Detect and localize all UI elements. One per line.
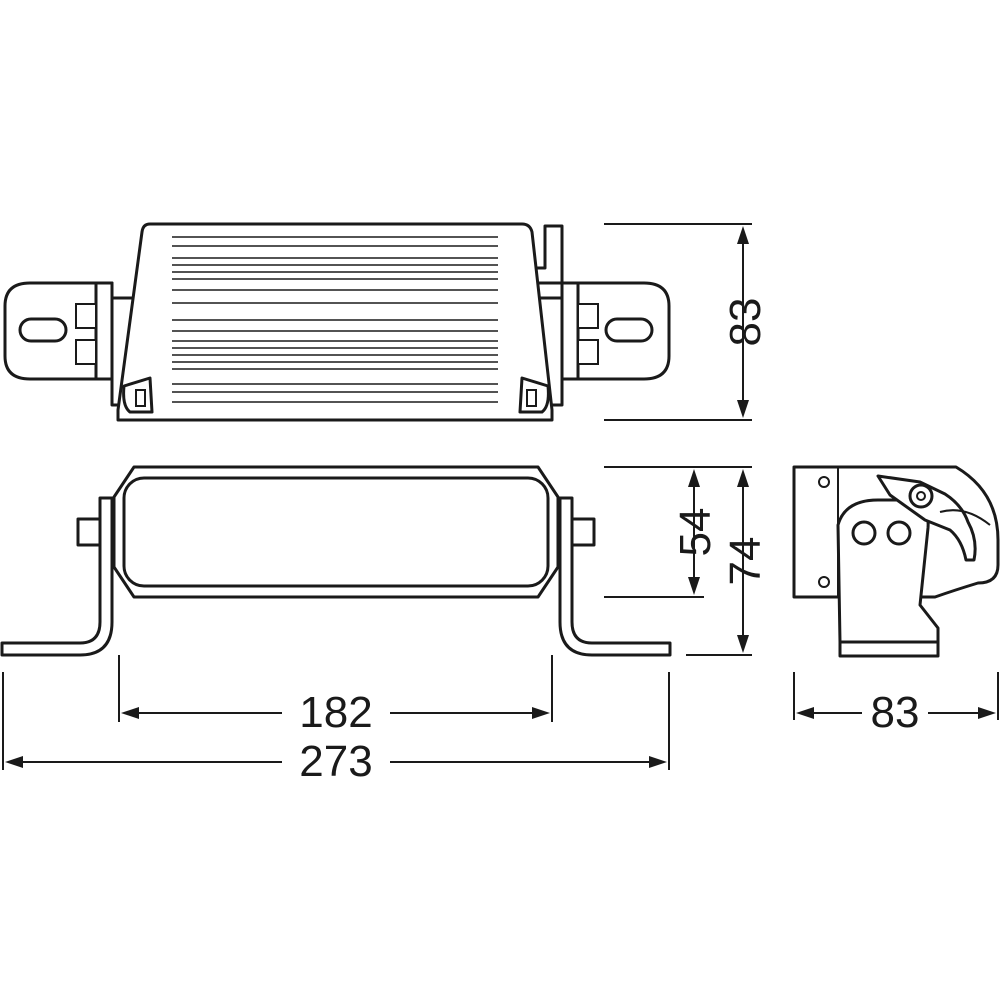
dim-label-side-depth: 83 [871,688,920,737]
side-bolt-left [851,520,877,546]
side-screw-bottom [818,576,830,588]
lens [122,476,550,588]
side-bolt-right [886,520,912,546]
housing-body [116,222,554,422]
side-lever [876,474,977,562]
right-mounting-tab [560,281,671,381]
cooling-fins [172,236,498,403]
right-slot-hole [604,317,654,343]
front-view [0,465,672,657]
left-mounting-tab [3,281,114,381]
left-bracket [0,496,114,657]
side-view [792,465,1000,658]
left-slot-hole [18,317,68,343]
side-screw-top [818,476,830,488]
dim-label-total-width: 273 [299,737,372,786]
side-bracket [836,498,940,644]
dim-label-lens-height: 54 [671,508,720,557]
dim-label-top-height: 83 [721,298,770,347]
dim-label-bracket-spacing: 182 [299,688,372,737]
dimension-lines [2,223,999,770]
top-view [3,222,671,422]
dim-label-total-height: 74 [721,537,770,586]
side-base-foot [838,640,940,658]
right-bracket [558,496,672,657]
